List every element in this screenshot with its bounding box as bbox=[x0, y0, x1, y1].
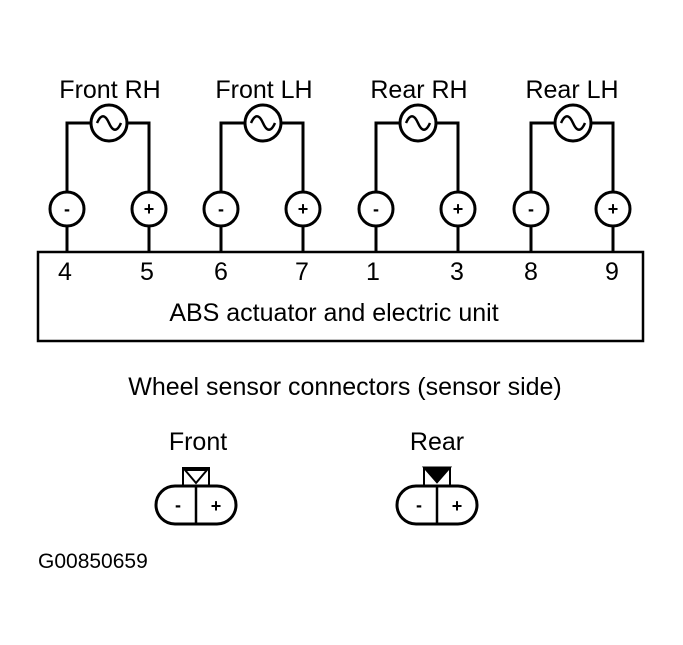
wire bbox=[436, 121, 460, 192]
sensor-label-front-lh: Front LH bbox=[215, 76, 312, 104]
figure-id: G00850659 bbox=[38, 550, 148, 573]
wire bbox=[374, 121, 400, 192]
wire bbox=[219, 121, 245, 192]
pin-number: 4 bbox=[58, 258, 72, 286]
abs-unit: 4 5 6 7 1 3 8 9 ABS actuator and electri… bbox=[36, 250, 645, 343]
pin-number: 7 bbox=[295, 258, 309, 286]
minus-sign: - bbox=[373, 199, 379, 219]
front-connector-label: Front bbox=[169, 428, 227, 456]
rear-connector: Rear - + bbox=[395, 428, 479, 526]
abs-unit-label: ABS actuator and electric unit bbox=[169, 299, 498, 327]
wire bbox=[127, 121, 151, 192]
sensor-label-rear-rh: Rear RH bbox=[370, 76, 467, 104]
plus-sign: + bbox=[211, 496, 222, 516]
plus-sign: + bbox=[608, 199, 619, 219]
pin-number: 6 bbox=[214, 258, 228, 286]
sensor-front-rh: Front RH - + bbox=[48, 76, 168, 252]
pin-number: 1 bbox=[366, 258, 380, 286]
filled-key-triangle-icon bbox=[421, 466, 453, 484]
front-connector: Front - + bbox=[154, 428, 238, 526]
sensor-rear-rh: Rear RH - + bbox=[357, 76, 477, 252]
sensor-rear-lh: Rear LH - + bbox=[512, 76, 632, 252]
wire bbox=[65, 121, 91, 192]
wire bbox=[591, 121, 615, 192]
sine-wave-icon bbox=[249, 115, 277, 131]
sine-wave-icon bbox=[404, 115, 432, 131]
sensor-front-lh: Front LH - + bbox=[202, 76, 322, 252]
minus-sign: - bbox=[416, 495, 422, 515]
minus-sign: - bbox=[528, 199, 534, 219]
plus-sign: + bbox=[452, 496, 463, 516]
pin-number: 5 bbox=[140, 258, 154, 286]
plus-sign: + bbox=[453, 199, 464, 219]
sine-wave-icon bbox=[95, 115, 123, 131]
abs-unit-box bbox=[36, 250, 645, 343]
wire bbox=[281, 121, 305, 192]
connectors-title: Wheel sensor connectors (sensor side) bbox=[128, 373, 562, 401]
minus-sign: - bbox=[64, 199, 70, 219]
pin-number: 3 bbox=[450, 258, 464, 286]
sine-wave-icon bbox=[559, 115, 587, 131]
sensor-label-front-rh: Front RH bbox=[59, 76, 160, 104]
pin-number: 9 bbox=[605, 258, 619, 286]
wire bbox=[529, 121, 555, 192]
hollow-key-triangle-icon bbox=[182, 469, 210, 485]
plus-sign: + bbox=[298, 199, 309, 219]
minus-sign: - bbox=[175, 495, 181, 515]
rear-connector-label: Rear bbox=[410, 428, 464, 456]
plus-sign: + bbox=[144, 199, 155, 219]
minus-sign: - bbox=[218, 199, 224, 219]
sensor-label-rear-lh: Rear LH bbox=[525, 76, 618, 104]
pin-number: 8 bbox=[524, 258, 538, 286]
